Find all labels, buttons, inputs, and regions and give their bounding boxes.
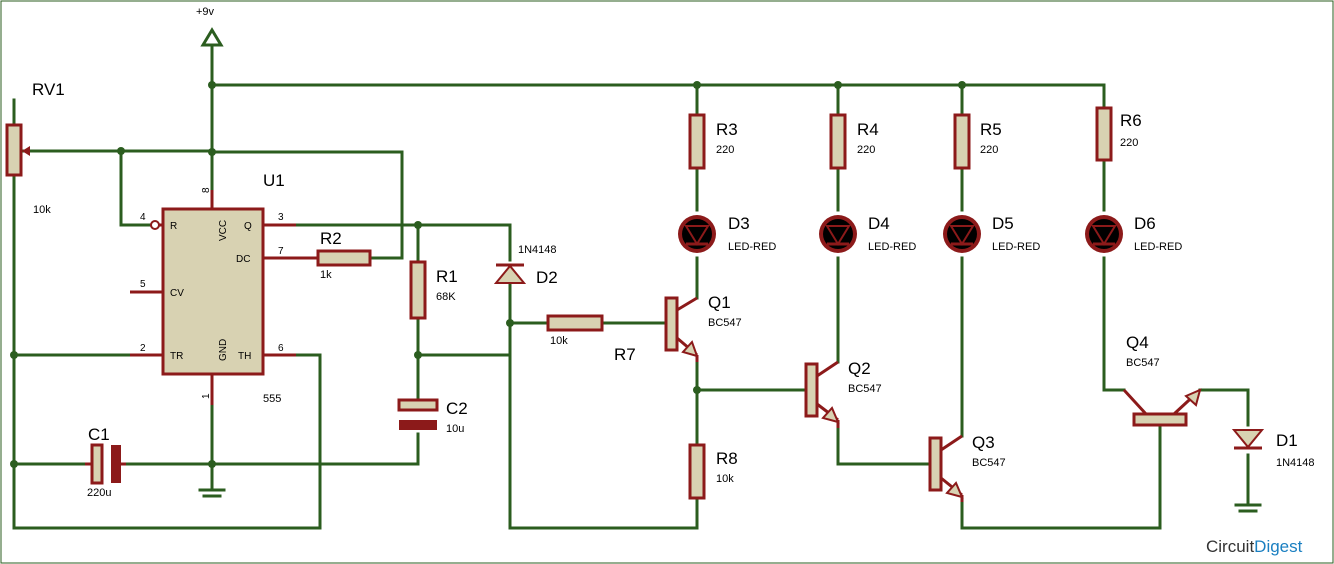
junction-dots [10,81,966,468]
diode-d2 [493,263,527,284]
u1-pin-4: 4 [140,212,146,223]
r5-ref: R5 [980,120,1002,139]
q3-ref: Q3 [972,433,995,452]
led-d5-icon [943,215,981,253]
capacitor-c2 [397,398,439,430]
d5-value: LED-RED [992,241,1040,253]
u1-label-q: Q [244,221,252,232]
u1-pin-3: 3 [278,212,284,223]
r4-ref: R4 [857,120,879,139]
r4-value: 220 [857,144,875,156]
u1-label-r: R [170,221,177,232]
u1-pin-2: 2 [140,343,146,354]
rv1-ref: RV1 [32,80,65,99]
q3-value: BC547 [972,457,1006,469]
r3-ref: R3 [716,120,738,139]
d2-ref: D2 [536,268,558,287]
transistor-q2-icon [804,360,840,428]
circuitdigest-logo: CircuitDigest [1206,537,1303,556]
supply-arrow-icon [200,27,224,47]
r3-value: 220 [716,144,734,156]
capacitor-c1 [85,443,126,485]
u1-pin-5: 5 [140,279,146,290]
q2-value: BC547 [848,383,882,395]
resistor-r8 [688,443,706,500]
resistor-r4 [829,113,847,170]
q2-ref: Q2 [848,359,871,378]
transistor-q1-icon [664,296,699,362]
u1-label-th: TH [238,351,251,362]
supply-label: +9v [196,6,215,18]
r5-value: 220 [980,144,998,156]
d6-value: LED-RED [1134,241,1182,253]
q1-value: BC547 [708,317,742,329]
r2-value: 1k [320,269,332,281]
r2-ref: R2 [320,229,342,248]
d1-value: 1N4148 [1276,457,1315,469]
svg-text:CircuitDigest: CircuitDigest [1206,537,1303,556]
u1-pin-8: 8 [201,187,212,193]
u1-pin-6: 6 [278,343,284,354]
u1-label-vcc: VCC [218,220,229,241]
u1-label-cv: CV [170,288,184,299]
q4-value: BC547 [1126,357,1160,369]
resistor-r5 [953,113,971,170]
d1-ref: D1 [1276,431,1298,450]
led-d3-icon [678,215,716,253]
c1-value: 220u [87,487,111,499]
logo-text-digest: Digest [1254,537,1302,556]
transistor-q3-icon [928,434,964,502]
d4-ref: D4 [868,214,890,233]
transistor-q4-icon [1122,388,1202,427]
r6-ref: R6 [1120,111,1142,130]
ground-icon [198,488,226,498]
c1-ref: C1 [88,425,110,444]
c2-value: 10u [446,423,464,435]
u1-pin-7: 7 [278,246,284,257]
r1-value: 68K [436,291,456,303]
u1-ref: U1 [263,171,285,190]
u1-label-gnd: GND [218,339,229,361]
r8-value: 10k [716,473,734,485]
resistor-r2 [296,249,372,267]
d6-ref: D6 [1134,214,1156,233]
d2-value: 1N4148 [518,244,557,256]
ic-555-u1 [130,190,296,405]
u1-label-tr: TR [170,351,183,362]
r7-ref: R7 [614,345,636,364]
r7-value: 10k [550,335,568,347]
diode-d1 [1231,429,1265,450]
c2-ref: C2 [446,399,468,418]
led-d6-icon [1085,215,1123,253]
d5-ref: D5 [992,214,1014,233]
r6-value: 220 [1120,137,1138,149]
potentiometer-rv1 [5,123,30,177]
d4-value: LED-RED [868,241,916,253]
ground-icon [1234,503,1262,513]
rv1-value: 10k [33,204,51,216]
r1-ref: R1 [436,267,458,286]
d3-ref: D3 [728,214,750,233]
u1-value: 555 [263,393,281,405]
logo-text-circuit: Circuit [1206,537,1254,556]
resistor-r1 [409,260,427,320]
q4-ref: Q4 [1126,333,1149,352]
r8-ref: R8 [716,449,738,468]
resistor-r7 [546,314,604,332]
resistor-r6 [1095,106,1113,162]
d3-value: LED-RED [728,241,776,253]
q1-ref: Q1 [708,293,731,312]
resistor-r3 [688,113,706,170]
u1-label-dc: DC [236,254,250,265]
led-d4-icon [819,215,857,253]
u1-pin-1: 1 [201,393,212,399]
